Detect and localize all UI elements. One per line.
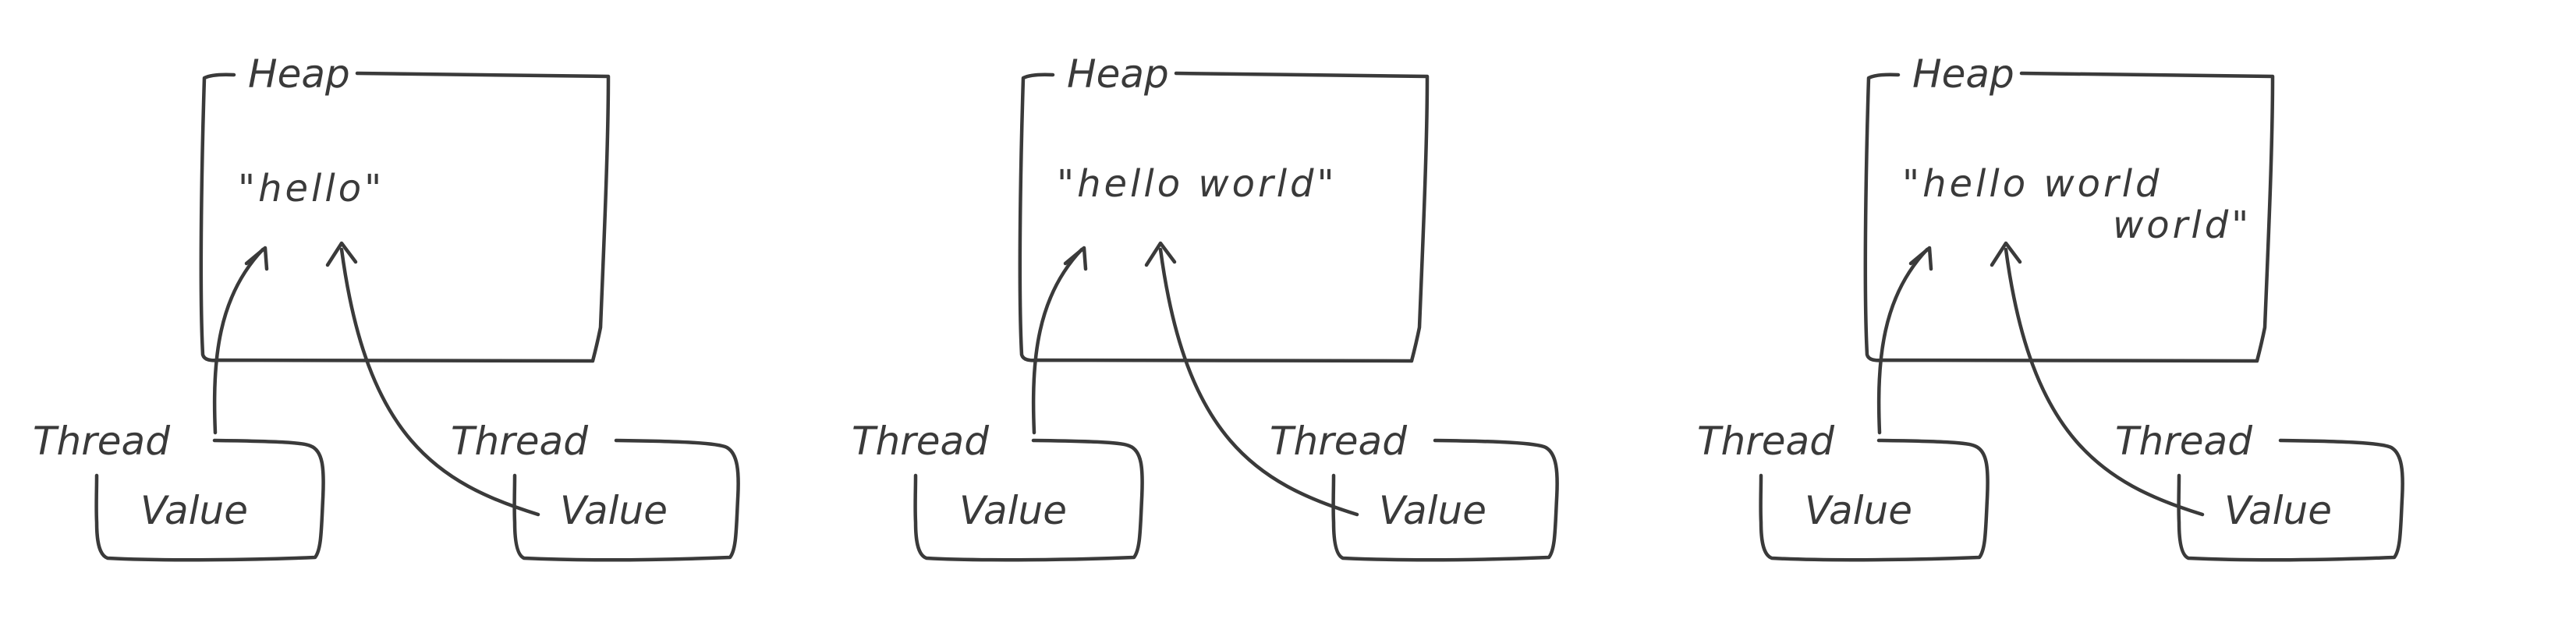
panel-3: Heap "hello world world" Thread Value Th… (1697, 51, 2404, 562)
pointer-arrow-right (1158, 247, 1359, 517)
thread-value-left: Value (140, 488, 248, 533)
thread-label-left: Thread (33, 419, 170, 464)
thread-value-left: Value (959, 488, 1067, 533)
thread-box-left (94, 438, 325, 562)
thread-label-right: Thread (451, 419, 588, 464)
thread-label-right: Thread (1270, 419, 1407, 464)
arrowhead-right (1990, 241, 2022, 267)
heap-content-line-2: world" (2113, 203, 2252, 247)
heap-label: Heap (248, 51, 350, 97)
thread-box-left (1759, 438, 1990, 562)
pointer-arrow-left (1876, 247, 1929, 435)
arrowhead-right (325, 241, 358, 267)
heap-label: Heap (1067, 51, 1169, 97)
arrowhead-left (244, 246, 269, 271)
thread-box-right (512, 438, 740, 562)
heap-box (1018, 71, 1430, 363)
thread-value-right: Value (2224, 488, 2332, 533)
panel-2: Heap "hello world" Thread Value Thread V… (852, 51, 1559, 562)
thread-box-right (1331, 438, 1559, 562)
pointer-arrow-left (212, 247, 265, 435)
heap-content-line-1: "hello world" (1057, 162, 1338, 206)
arrowhead-left (1908, 246, 1933, 271)
pointer-arrow-right (339, 247, 540, 517)
pointer-arrow-right (2004, 247, 2205, 517)
thread-box-left (913, 438, 1144, 562)
heap-content-line-1: "hello" (238, 167, 384, 210)
panel-1: Heap "hello" Thread Value Thread Value (33, 51, 740, 562)
thread-label-left: Thread (852, 419, 989, 464)
pointer-arrow-left (1031, 247, 1084, 435)
heap-content-line-1: "hello world (1902, 162, 2163, 206)
heap-label: Heap (1912, 51, 2014, 97)
arrowhead-right (1144, 241, 1177, 267)
arrowhead-left (1063, 246, 1088, 271)
thread-label-left: Thread (1697, 419, 1834, 464)
heap-box (1863, 71, 2275, 363)
thread-value-right: Value (560, 488, 668, 533)
thread-box-right (2177, 438, 2404, 562)
heap-box (199, 71, 611, 363)
thread-value-right: Value (1379, 488, 1486, 533)
thread-value-left: Value (1805, 488, 1912, 533)
thread-label-right: Thread (2115, 419, 2252, 464)
